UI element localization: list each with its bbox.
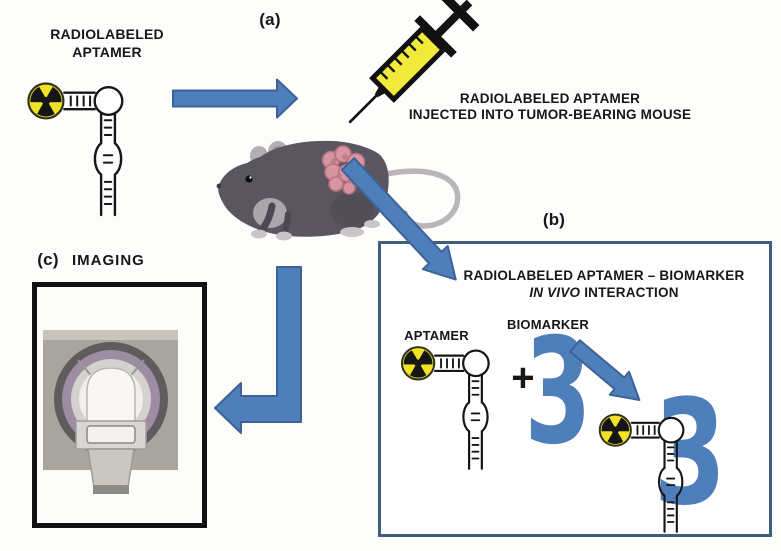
imaging-title: IMAGING (72, 252, 145, 269)
imaging-scanner (43, 330, 178, 494)
interaction-title-rest: INTERACTION (580, 285, 679, 300)
plus-sign: + (511, 356, 535, 400)
interaction-title-line2: IN VIVO INTERACTION (444, 284, 764, 301)
interaction-title-line1: RADIOLABELED APTAMER – BIOMARKER (463, 268, 745, 283)
mouse-nose (216, 183, 222, 189)
interaction-box (378, 241, 772, 537)
radiolabeled-aptamer-label: RADIOLABELED APTAMER (42, 26, 172, 61)
injection-caption-line1: RADIOLABELED APTAMER (459, 91, 641, 106)
arrow-mouse-to-interaction (340, 157, 457, 281)
panel-a-tag: (a) (259, 10, 281, 29)
biomarker-label: BIOMARKER (507, 317, 589, 332)
radiolabeled-aptamer-icon-main (28, 83, 122, 215)
biomarker-shape: 3 (524, 307, 591, 477)
biomarker-shape-bound: 3 (654, 369, 727, 538)
arrow-aptamer-to-injection (172, 78, 298, 119)
arrow-binding (569, 339, 641, 401)
mouse-eye (245, 175, 253, 183)
panel-b-tag: (b) (542, 210, 566, 229)
syringe-icon (348, 0, 480, 124)
arrow-mouse-to-imaging (214, 266, 302, 434)
injection-caption-line2: INJECTED INTO TUMOR-BEARING MOUSE (408, 106, 692, 122)
injection-caption: RADIOLABELED APTAMER INJECTED INTO TUMOR… (390, 91, 710, 122)
aptamer-label: APTAMER (404, 328, 469, 343)
interaction-title-invivo: IN VIVO (529, 285, 581, 300)
panel-c-tag: (c) (37, 250, 59, 269)
tumor-bearing-mouse (216, 140, 461, 241)
interaction-title: RADIOLABELED APTAMER – BIOMARKER IN VIVO… (444, 267, 764, 301)
radiolabeled-aptamer-label-line1: RADIOLABELED (50, 26, 164, 42)
radiolabeled-aptamer-label-line2: APTAMER (72, 43, 142, 60)
